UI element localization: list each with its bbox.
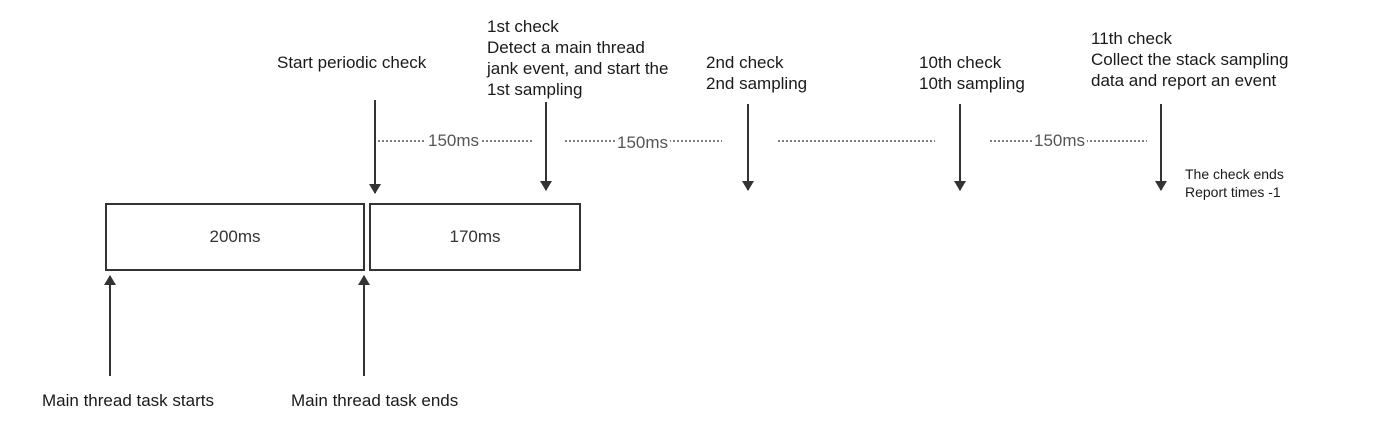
label-check-ends: The check ends Report times -1: [1185, 165, 1284, 201]
check1-line-2: Detect a main thread: [487, 38, 645, 57]
label-check10: 10th check 10th sampling: [919, 52, 1025, 94]
label-start-periodic-check: Start periodic check: [277, 53, 427, 72]
check-ends-line-2: Report times -1: [1185, 184, 1281, 200]
check2-line-2: 2nd sampling: [706, 74, 808, 93]
interval-label-1: 150ms: [426, 131, 482, 151]
check1-line-1: 1st check: [487, 17, 559, 36]
label-check11: 11th check Collect the stack sampling da…: [1091, 28, 1288, 91]
interval-label-2: 150ms: [615, 133, 671, 153]
task-box-2: 170ms: [369, 203, 581, 271]
task-box-1: 200ms: [105, 203, 365, 271]
check11-line-3: data and report an event: [1091, 71, 1277, 90]
check1-line-4: 1st sampling: [487, 80, 583, 99]
task-duration-2: 170ms: [449, 227, 501, 246]
check10-line-2: 10th sampling: [919, 74, 1025, 93]
label-check2: 2nd check 2nd sampling: [706, 52, 807, 94]
check11-line-1: 11th check: [1091, 29, 1172, 48]
label-task-starts: Main thread task starts: [42, 391, 214, 410]
interval-label-3: 150ms: [1032, 131, 1088, 151]
check-ends-line-1: The check ends: [1185, 166, 1284, 182]
check1-line-3: jank event, and start the: [487, 59, 669, 78]
task-duration-1: 200ms: [209, 227, 261, 246]
check11-line-2: Collect the stack sampling: [1091, 50, 1289, 69]
check2-line-1: 2nd check: [706, 53, 784, 72]
label-task-ends: Main thread task ends: [291, 391, 459, 410]
label-check1: 1st check Detect a main thread jank even…: [487, 16, 668, 100]
check10-line-1: 10th check: [919, 53, 1002, 72]
